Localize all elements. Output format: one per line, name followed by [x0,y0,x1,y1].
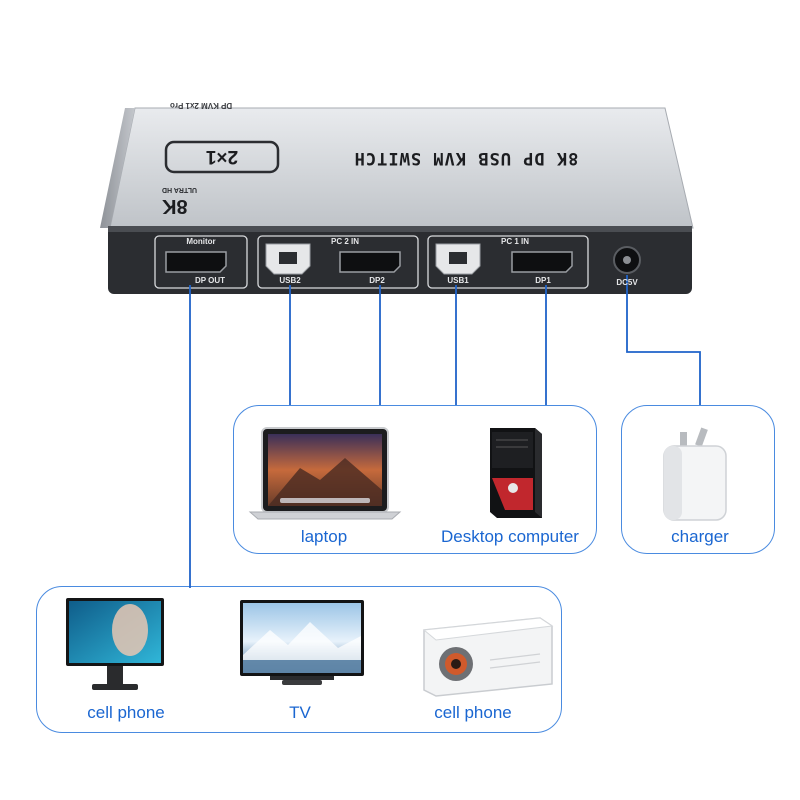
charger-image [663,427,727,521]
desktop-tower-image [490,428,542,518]
port-label-usb1: USB1 [447,276,469,285]
pc2-port-frame [257,235,419,289]
device-model-text: DP KVM 2x1 Pro [170,101,233,110]
monitor-image [66,598,164,690]
dp1-port [511,251,573,273]
projector-label: cell phone [434,703,512,722]
laptop-label: laptop [300,527,348,546]
port-label-usb2: USB2 [279,276,301,285]
tv-label: TV [289,703,311,722]
port-label-dp1: DP1 [535,276,551,285]
tv-image [240,600,364,685]
line-dc-to-charger [626,275,701,405]
desktop-label: Desktop computer [441,527,579,546]
device-title: 8K DP USB KVM SWITCH [353,148,579,168]
usb1-port [435,243,481,275]
port-label-dp2: DP2 [369,276,385,285]
kvm-switch-device [100,107,694,294]
laptop-image [248,427,402,520]
pc1-port-frame [427,235,589,289]
device-badge: 2×1 [205,146,239,167]
port-label-pc2-in: PC 2 IN [330,237,359,246]
charger-label: charger [671,527,729,546]
monitor-label: cell phone [87,703,165,722]
dp-out-port [165,251,227,273]
projector-image [422,617,554,697]
connection-lines [189,275,701,588]
resolution-small-text: ULTRA HD [162,186,197,193]
port-label-dc5v: DC5V [616,278,638,287]
usb2-port [265,243,311,275]
dp2-port [339,251,401,273]
monitor-port-frame [154,235,248,289]
port-label-pc1-in: PC 1 IN [500,237,529,246]
resolution-big-text: 8K [162,195,188,217]
model-badge-frame [164,140,280,174]
port-label-dp-out: DP OUT [194,276,226,285]
dc-power-jack [613,246,641,274]
port-label-monitor: Monitor [186,237,216,246]
